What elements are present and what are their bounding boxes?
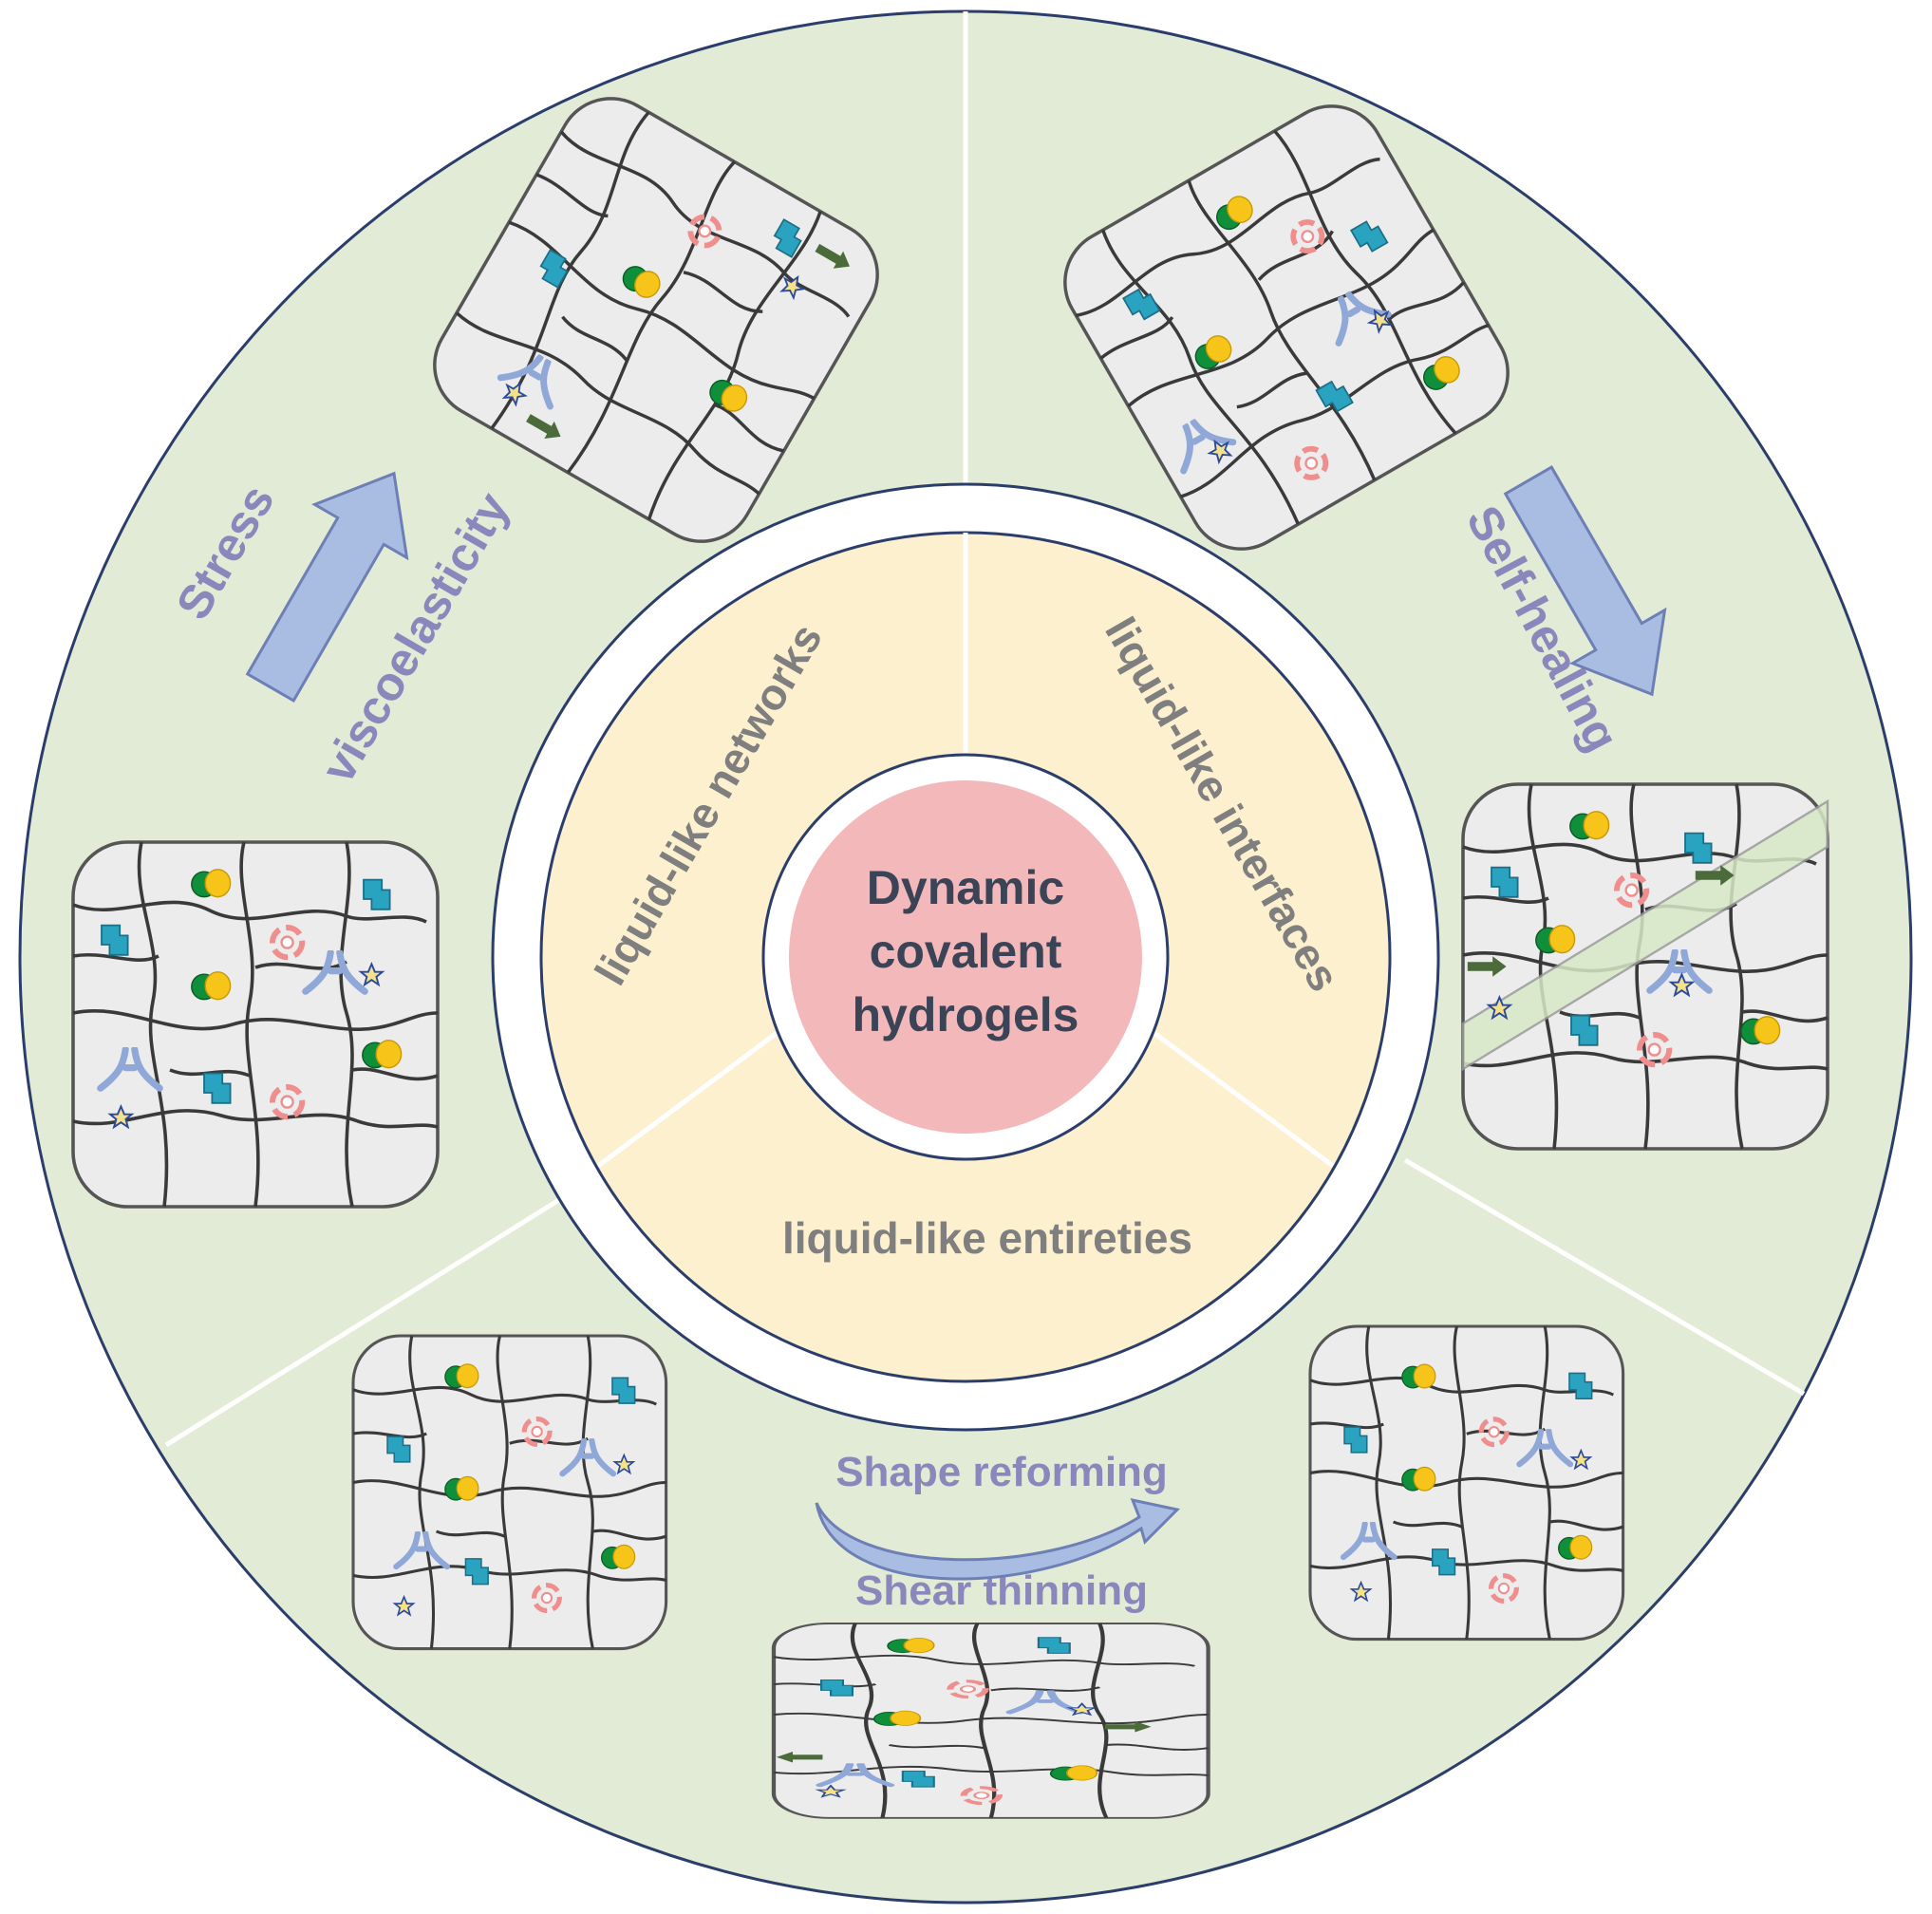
network-panel-right-healing: [1461, 782, 1829, 1151]
center-title-line3: hydrogels: [853, 988, 1079, 1041]
network-panel-left: [71, 840, 440, 1209]
network-panel-bottom-left: [351, 1334, 668, 1651]
inner-dividers: [596, 533, 1335, 1169]
stress-arrow: [245, 471, 409, 703]
label-shape-reforming: Shape reforming: [835, 1449, 1168, 1495]
shape-reforming-arrow: [815, 1497, 1181, 1581]
center-disc: [789, 780, 1142, 1134]
network-panel-bottom-right: [1308, 1324, 1625, 1642]
network-panel-sheared: [771, 1623, 1210, 1818]
label-liquid-like-entireties: liquid-like entireties: [782, 1213, 1192, 1263]
self-healing-arrow: [1503, 465, 1667, 697]
network-panel-healed: [1043, 84, 1529, 571]
sector-dividers: [164, 11, 1806, 1448]
center-title-line2: covalent: [870, 925, 1062, 978]
network-panel-stressed: [413, 77, 899, 563]
center-title-line1: Dynamic: [867, 861, 1064, 914]
